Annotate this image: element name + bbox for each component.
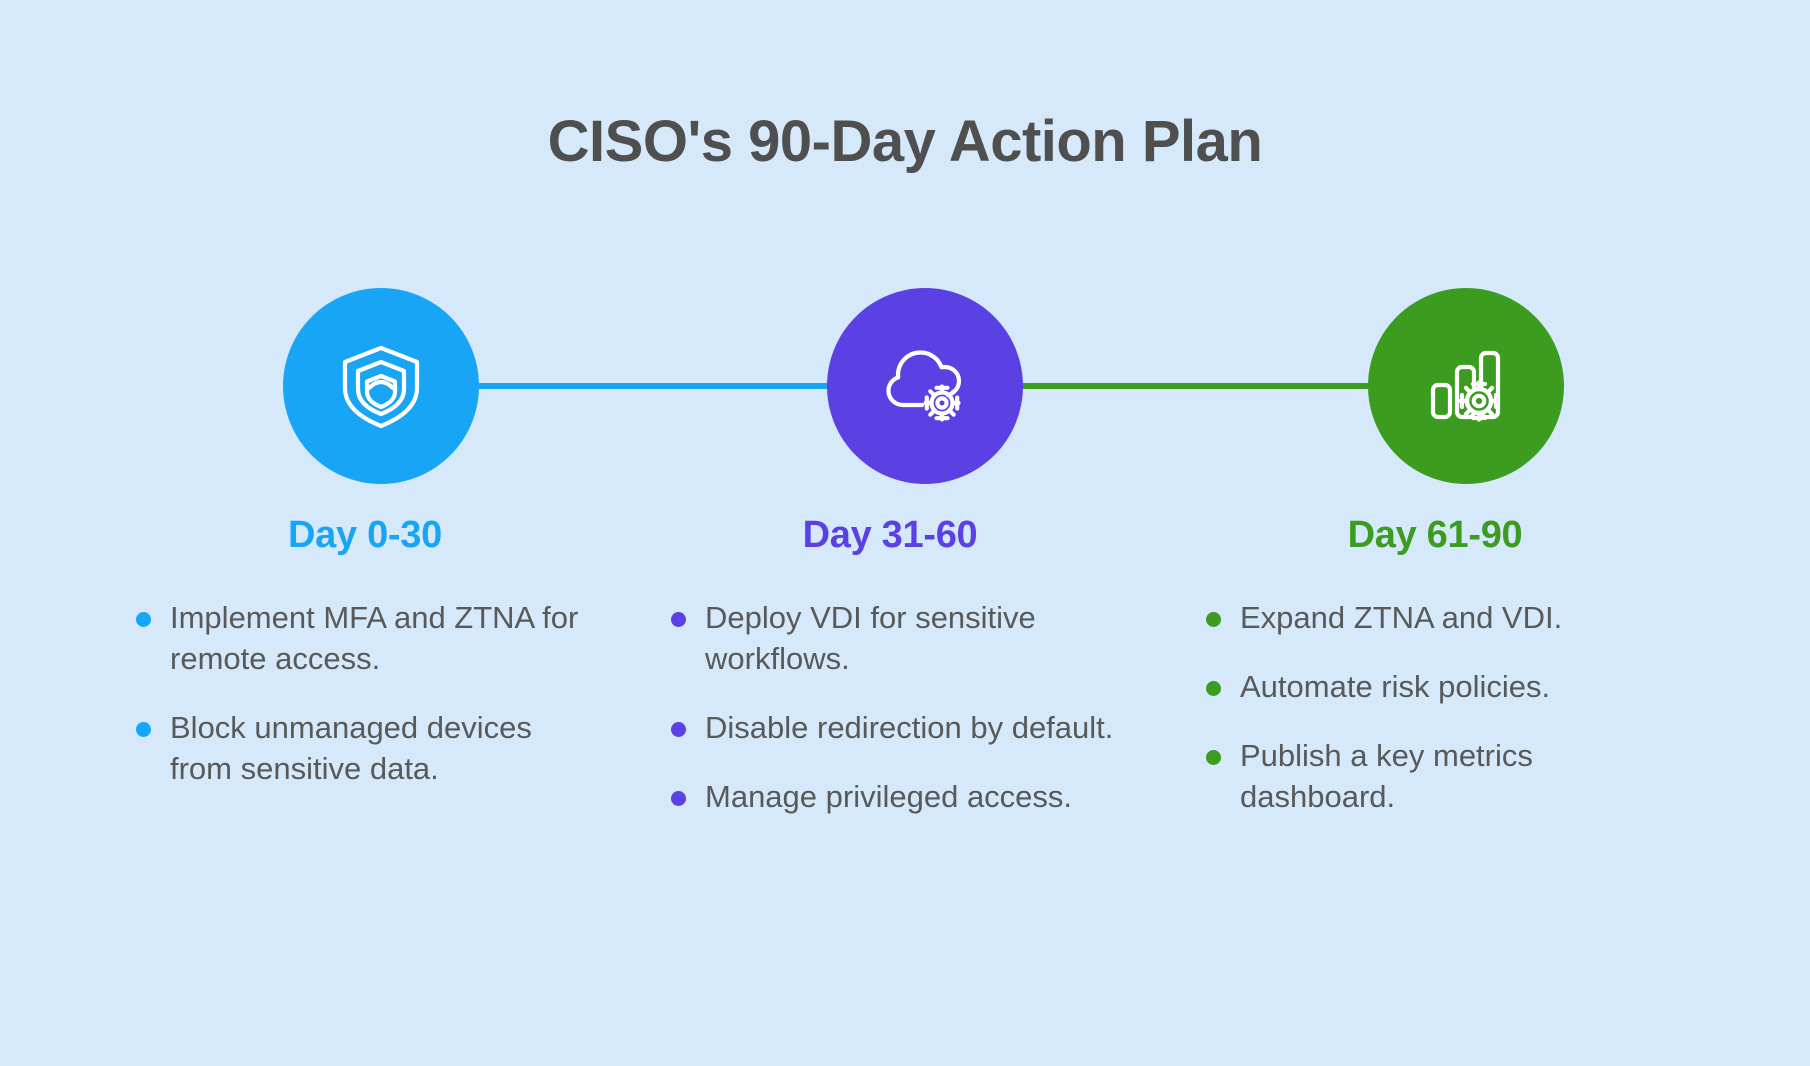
phase-column-day-0-30: Day 0-30 Implement MFA and ZTNA for remo… — [130, 516, 600, 790]
list-item: Disable redirection by default. — [665, 708, 1115, 749]
cloud-gear-icon — [876, 337, 974, 435]
bullet-dot-icon — [671, 790, 686, 806]
phase-label-day-31-60: Day 31-60 — [802, 514, 978, 556]
bullet-dot-icon — [671, 612, 686, 627]
bullet-text: Expand ZTNA and VDI. — [1240, 600, 1563, 635]
phase-column-day-61-90: Day 61-90 Expand ZTNA and VDI. Automate … — [1200, 516, 1670, 818]
list-item: Block unmanaged devices from sensitive d… — [130, 708, 600, 790]
timeline-row — [0, 288, 1810, 484]
bullet-text: Deploy VDI for sensitive workflows. — [705, 600, 1036, 676]
phase-columns: Day 0-30 Implement MFA and ZTNA for remo… — [0, 516, 1810, 986]
page-title: CISO's 90-Day Action Plan — [547, 109, 1263, 174]
bar-chart-gear-icon — [1417, 337, 1515, 435]
list-item: Manage privileged access. — [665, 777, 1115, 818]
bullet-text: Block unmanaged devices from sensitive d… — [170, 709, 532, 786]
bullet-dot-icon — [136, 721, 151, 737]
phase-node-day-31-60[interactable] — [827, 288, 1023, 484]
bullet-dot-icon — [1206, 680, 1221, 696]
bullet-dot-icon — [136, 612, 151, 627]
bullet-text: Publish a key metrics dashboard. — [1240, 737, 1533, 814]
list-item: Publish a key metrics dashboard. — [1200, 736, 1670, 818]
bullet-text: Manage privileged access. — [705, 778, 1073, 814]
connector-day0-30-to-day31-60 — [470, 383, 838, 389]
phase-node-day-0-30[interactable] — [283, 288, 479, 484]
bullet-list-day-31-60: Deploy VDI for sensitive workflows. Disa… — [665, 598, 1115, 818]
bullet-text: Implement MFA and ZTNA for remote access… — [170, 600, 579, 676]
phase-label-day-0-30: Day 0-30 — [288, 514, 442, 556]
bullet-dot-icon — [1206, 612, 1221, 627]
connector-day31-60-to-day61-90 — [1015, 383, 1377, 389]
list-item: Deploy VDI for sensitive workflows. — [665, 598, 1115, 680]
phase-column-day-31-60: Day 31-60 Deploy VDI for sensitive workf… — [665, 516, 1115, 818]
bullet-dot-icon — [671, 721, 686, 737]
bullet-text: Disable redirection by default. — [705, 709, 1114, 745]
bullet-list-day-61-90: Expand ZTNA and VDI. Automate risk polic… — [1200, 598, 1670, 818]
list-item: Implement MFA and ZTNA for remote access… — [130, 598, 600, 680]
bullet-list-day-0-30: Implement MFA and ZTNA for remote access… — [130, 598, 600, 790]
bullet-dot-icon — [1206, 749, 1221, 765]
list-item: Expand ZTNA and VDI. — [1200, 598, 1670, 639]
bullet-text: Automate risk policies. — [1240, 668, 1551, 704]
phase-label-day-61-90: Day 61-90 — [1347, 514, 1523, 556]
list-item: Automate risk policies. — [1200, 667, 1670, 708]
shield-icon — [333, 338, 429, 434]
phase-node-day-61-90[interactable] — [1368, 288, 1564, 484]
